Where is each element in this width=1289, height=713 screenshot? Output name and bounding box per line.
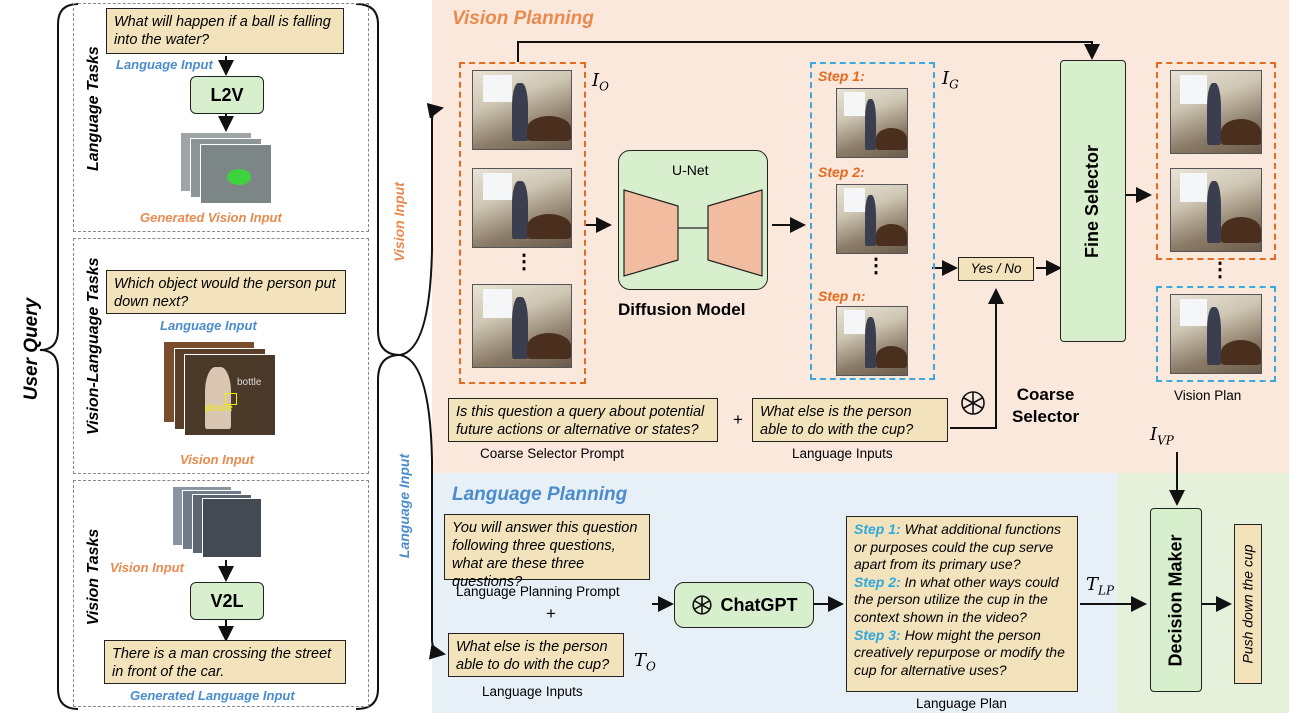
chatgpt-icon — [692, 595, 713, 615]
vp-frame-3 — [1170, 294, 1262, 374]
language-input-branch-label: Language Input — [396, 453, 412, 559]
vision-tasks-group — [73, 480, 369, 707]
vt-vision-input-label: Vision Input — [110, 560, 184, 575]
planning-language-input: What else is the person able to do with … — [448, 633, 624, 677]
openai-icon — [958, 388, 988, 418]
ig-frame-2 — [836, 184, 908, 254]
plan-step-1-label: Step 1: — [854, 521, 901, 537]
ig-frames-box — [810, 62, 935, 380]
vl-language-input-label: Language Input — [160, 318, 257, 333]
io-symbol: IO — [592, 70, 609, 94]
vision-planning-title: Vision Planning — [452, 8, 594, 29]
to-symbol: TO — [634, 650, 656, 674]
plan-step-1-text: What additional functions or purposes co… — [854, 521, 1062, 573]
plus-sign-2: + — [546, 604, 556, 623]
coarse-selector-prompt-caption: Coarse Selector Prompt — [480, 446, 625, 461]
generated-language-input-label: Generated Language Input — [130, 688, 295, 703]
generated-water-image — [180, 132, 272, 204]
fine-selector: Fine Selector — [1060, 60, 1126, 342]
io-frame-3 — [472, 284, 572, 368]
generated-vision-input-label: Generated Vision Input — [140, 210, 282, 225]
ig-ellipsis: ⋮ — [866, 255, 886, 277]
bottle-tag: bottle — [237, 377, 262, 388]
ig-symbol: IG — [942, 68, 959, 92]
unet-shape — [623, 189, 763, 277]
vision-plan-box-1 — [1156, 62, 1276, 260]
io-frame-1 — [472, 70, 572, 150]
chatgpt-box: ChatGPT — [674, 582, 814, 628]
plus-sign-1: + — [733, 410, 743, 429]
vision-input-branch-label: Vision Input — [391, 182, 407, 262]
coarse-selector-label: Coarse Selector — [1012, 385, 1080, 426]
io-frame-2 — [472, 168, 572, 248]
tlp-symbol: TLP — [1086, 574, 1115, 598]
language-input-label: Language Input — [116, 57, 213, 72]
step-2-label: Step 2: — [818, 164, 865, 180]
vt-output: There is a man crossing the street in fr… — [104, 640, 346, 684]
language-plan-caption: Language Plan — [916, 696, 1007, 711]
io-frames-box — [459, 62, 586, 384]
coarse-language-input: What else is the person able to do with … — [752, 398, 948, 442]
planning-language-inputs-caption: Language Inputs — [482, 684, 583, 699]
vl-question: Which object would the person put down n… — [106, 270, 346, 314]
language-planning-prompt-caption: Language Planning Prompt — [456, 584, 620, 599]
step-1-label: Step 1: — [818, 68, 865, 84]
yes-no-box: Yes / No — [958, 257, 1034, 281]
plan-step-3-label: Step 3: — [854, 626, 901, 643]
vision-language-tasks-title: Vision-Language Tasks — [85, 257, 102, 435]
vp-ellipsis: ⋮ — [1210, 259, 1230, 281]
vision-plan-caption: Vision Plan — [1174, 388, 1242, 403]
v2l-model: V2L — [190, 582, 264, 620]
vl-vision-input-label: Vision Input — [180, 452, 254, 467]
unet-label: U-Net — [672, 162, 709, 178]
language-tasks-question: What will happen if a ball is falling in… — [106, 8, 344, 54]
coarse-selector-prompt: Is this question a query about potential… — [448, 398, 718, 442]
vl-image: bottle phone — [164, 342, 276, 438]
ig-frame-3 — [836, 306, 908, 376]
phone-tag: phone — [205, 403, 233, 414]
ivp-symbol: IVP — [1150, 424, 1174, 448]
diffusion-model-label: Diffusion Model — [618, 300, 746, 319]
io-ellipsis: ⋮ — [514, 251, 534, 273]
vp-frame-1 — [1170, 70, 1262, 154]
decision-output: Push down the cup — [1234, 524, 1262, 684]
plan-step-2-text: In what other ways could the person util… — [854, 573, 1059, 625]
vp-frame-2 — [1170, 168, 1262, 252]
language-tasks-group — [73, 3, 369, 232]
vision-plan-box-2 — [1156, 286, 1276, 382]
ig-frame-1 — [836, 88, 908, 158]
coarse-language-inputs-caption: Language Inputs — [792, 446, 893, 461]
plan-step-3-text: How might the person creatively repurpos… — [854, 626, 1065, 678]
language-plan-box: Step 1: What additional functions or pur… — [846, 516, 1078, 692]
language-tasks-title: Language Tasks — [85, 46, 102, 171]
user-query-label: User Query — [21, 297, 42, 401]
vision-language-tasks-group — [73, 238, 369, 474]
l2v-model: L2V — [190, 76, 264, 114]
plan-step-2-label: Step 2: — [854, 573, 901, 590]
street-image — [172, 486, 282, 562]
decision-maker: Decision Maker — [1150, 508, 1202, 692]
language-planning-title: Language Planning — [452, 484, 628, 505]
language-planning-prompt: You will answer this question following … — [444, 514, 650, 590]
step-n-label: Step n: — [818, 288, 866, 304]
vision-tasks-title: Vision Tasks — [85, 528, 102, 626]
